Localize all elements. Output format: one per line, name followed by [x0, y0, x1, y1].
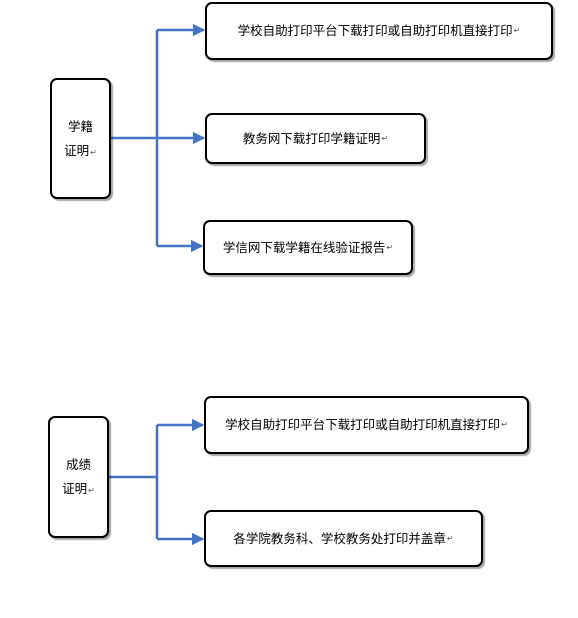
target-label: 各学院教务科、学校教务处打印并盖章: [233, 530, 446, 546]
return-mark: ↵: [90, 147, 97, 157]
source-box-student-status: 学籍 证明↵: [50, 78, 111, 199]
target-label: 教务网下载打印学籍证明: [242, 130, 381, 146]
target-box-g1-chsi-report: 学信网下载学籍在线验证报告↵: [203, 220, 413, 275]
source-box-transcript-line2: 证明↵: [62, 481, 95, 496]
target-label: 学信网下载学籍在线验证报告: [222, 239, 386, 255]
return-mark: ↵: [513, 26, 521, 36]
target-label: 学校自助打印平台下载打印或自助打印机直接打印: [225, 417, 501, 433]
return-mark: ↵: [88, 486, 95, 495]
return-mark: ↵: [446, 533, 454, 543]
target-box-g1-academic-website: 教务网下载打印学籍证明↵: [205, 113, 426, 164]
target-box-g2-self-print: 学校自助打印平台下载打印或自助打印机直接打印↵: [204, 396, 529, 454]
target-box-g1-self-print: 学校自助打印平台下载打印或自助打印机直接打印↵: [205, 2, 553, 60]
source-box-transcript-line1: 成绩: [65, 457, 91, 473]
target-box-g2-office-stamp: 各学院教务科、学校教务处打印并盖章↵: [204, 510, 483, 567]
return-mark: ↵: [381, 133, 389, 143]
return-mark: ↵: [386, 242, 394, 252]
source-box-transcript: 成绩 证明↵: [48, 416, 109, 538]
target-label: 学校自助打印平台下载打印或自助打印机直接打印: [237, 23, 513, 39]
return-mark: ↵: [501, 420, 508, 430]
source-box-student-status-line1: 学籍: [67, 118, 93, 134]
source-box-student-status-line2: 证明↵: [64, 142, 97, 158]
